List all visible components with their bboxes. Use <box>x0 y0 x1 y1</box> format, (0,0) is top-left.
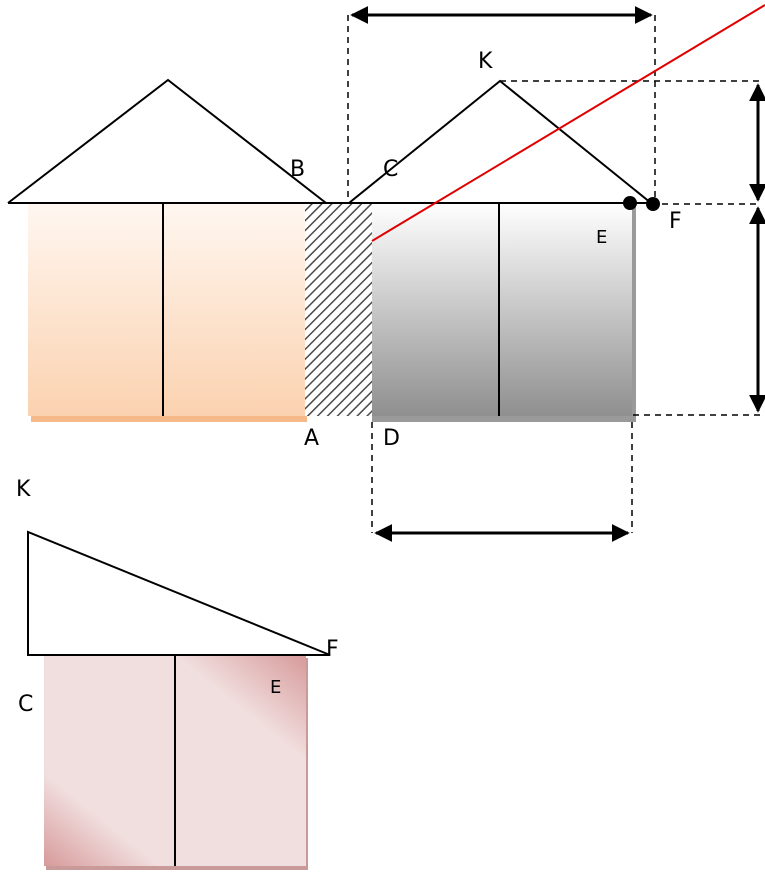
hatched-gap <box>305 203 372 416</box>
point-e-dot <box>623 196 637 210</box>
label-e-top: E <box>596 227 607 248</box>
label-k-bottom: K <box>16 477 31 502</box>
left-wall <box>28 203 305 416</box>
label-a: A <box>304 426 319 451</box>
right-house <box>348 79 652 422</box>
left-roof <box>7 78 327 204</box>
label-b: B <box>290 157 305 182</box>
right-wall <box>372 203 632 416</box>
dimension-arrows <box>350 6 765 542</box>
label-c-top: C <box>383 157 398 182</box>
bottom-figure <box>27 530 331 870</box>
bottom-triangle <box>27 530 331 656</box>
label-k-top: K <box>478 49 493 74</box>
sight-line <box>371 4 765 242</box>
left-house <box>7 78 327 422</box>
label-f-bottom: F <box>326 637 339 662</box>
label-e-bottom: E <box>270 677 281 698</box>
right-roof <box>348 79 652 204</box>
point-f-dot <box>646 197 660 211</box>
label-f-top: F <box>669 209 682 234</box>
dashed-guides <box>347 15 760 533</box>
label-c-bottom: C <box>18 692 33 717</box>
label-d: D <box>383 426 400 451</box>
